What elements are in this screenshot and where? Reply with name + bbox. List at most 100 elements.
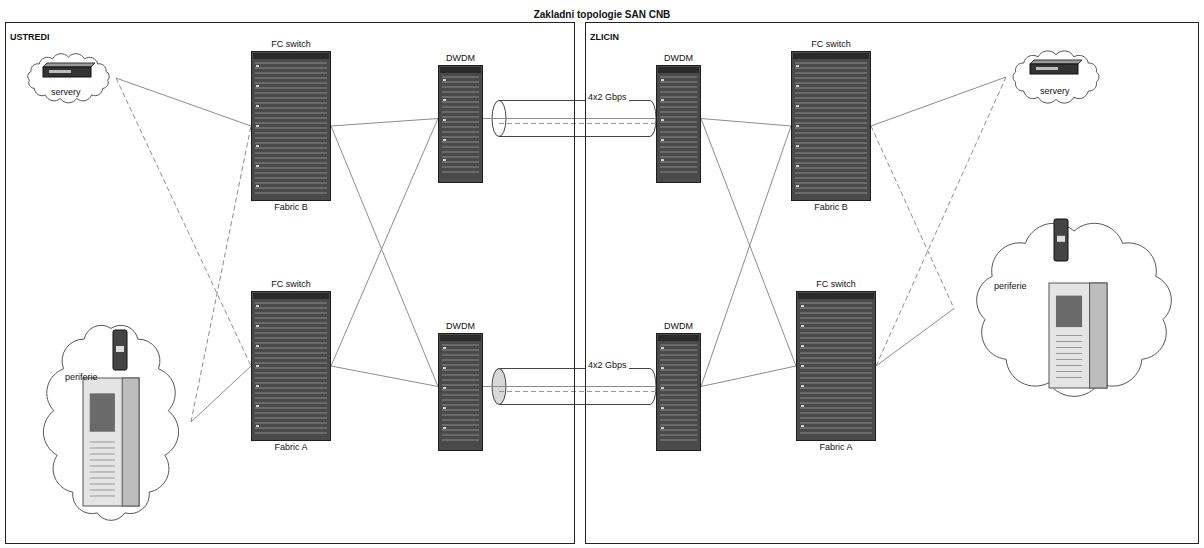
phone-icon xyxy=(1054,219,1068,261)
phone-body xyxy=(1054,219,1068,261)
rack-slot xyxy=(442,345,479,346)
rack-slot xyxy=(660,420,697,421)
rack-slot xyxy=(255,108,327,109)
rack-led xyxy=(256,345,259,347)
rack-slot xyxy=(442,142,479,143)
rack-slot xyxy=(660,410,697,411)
rack-slot xyxy=(255,413,327,414)
rack-led xyxy=(661,427,664,429)
rack-slot xyxy=(442,430,479,431)
rack-slot xyxy=(800,358,872,359)
rack-body xyxy=(797,292,876,441)
tower-vent xyxy=(1056,347,1082,348)
cloud-shape xyxy=(977,223,1172,396)
rack-slot xyxy=(800,403,872,404)
rack-led xyxy=(256,125,259,127)
tower-vent xyxy=(90,466,115,467)
rack-top xyxy=(440,335,481,341)
rack-slot xyxy=(255,113,327,114)
tower-body xyxy=(83,378,139,506)
link-line xyxy=(701,119,791,127)
link-line xyxy=(191,126,251,422)
tower-side xyxy=(1090,283,1107,388)
rack-slot xyxy=(795,113,867,114)
rack-slot xyxy=(660,360,697,361)
rack-led xyxy=(801,305,804,307)
rack-led xyxy=(661,79,664,81)
tower-vent xyxy=(1056,353,1082,354)
rack-slot xyxy=(442,360,479,361)
rack-slot xyxy=(442,107,479,108)
rack-slot xyxy=(255,143,327,144)
device-label: DWDM xyxy=(664,53,693,64)
tower-vent xyxy=(1056,371,1082,372)
rack-slot xyxy=(660,435,697,436)
rack-slot xyxy=(660,147,697,148)
rack-slot xyxy=(800,423,872,424)
link-line xyxy=(331,119,438,367)
rack-slot xyxy=(442,385,479,386)
device-label: DWDM xyxy=(664,321,693,332)
link-line xyxy=(701,119,796,367)
link-line xyxy=(116,78,251,366)
rack-slot xyxy=(800,413,872,414)
device-label: FC switch xyxy=(811,39,851,50)
rack-slot xyxy=(442,370,479,371)
rack-slot xyxy=(255,403,327,404)
rack-slot xyxy=(660,107,697,108)
rack-slot xyxy=(660,375,697,376)
rack-slot xyxy=(660,400,697,401)
rack-slot xyxy=(800,373,872,374)
link-line xyxy=(876,309,954,367)
rack-slot xyxy=(255,123,327,124)
rack-slot xyxy=(255,188,327,189)
device-cloud: servery xyxy=(21,49,116,107)
rack-slot xyxy=(255,158,327,159)
rack-led xyxy=(801,365,804,367)
device-cloud: periferie xyxy=(954,201,1194,416)
rack-slot xyxy=(255,423,327,424)
tower-icon xyxy=(1049,283,1107,388)
rack-slot xyxy=(660,137,697,138)
rack-slot xyxy=(255,63,327,64)
rack-slot xyxy=(660,87,697,88)
rack-device: DWDM xyxy=(438,53,483,184)
label-wrap: 4x2 Gbps xyxy=(586,354,629,372)
tower-vent xyxy=(90,448,115,449)
server-panel xyxy=(1036,67,1058,70)
rack-led xyxy=(661,119,664,121)
rack-led xyxy=(443,387,446,389)
group-label: periferie xyxy=(994,281,1027,292)
site-name: USTREDI xyxy=(10,32,50,43)
link-line xyxy=(116,78,251,126)
rack-slot xyxy=(255,323,327,324)
rack-led xyxy=(256,385,259,387)
rack-led xyxy=(256,65,259,67)
rack-led xyxy=(443,427,446,429)
rack-slot xyxy=(800,338,872,339)
link-speed: 4x2 Gbps xyxy=(586,360,629,371)
rack-slot xyxy=(255,183,327,184)
phone-screen xyxy=(1057,236,1065,242)
rack-slot xyxy=(255,138,327,139)
rack-led xyxy=(256,85,259,87)
rack-slot xyxy=(255,153,327,154)
rack-slot xyxy=(255,433,327,434)
rack-slot xyxy=(255,363,327,364)
rack-slot xyxy=(660,365,697,366)
rack-slot xyxy=(800,333,872,334)
rack-slot xyxy=(660,390,697,391)
rack-led xyxy=(796,105,799,107)
rack-slot xyxy=(795,63,867,64)
rack-picture xyxy=(251,291,331,441)
rack-led xyxy=(256,305,259,307)
rack-slot xyxy=(442,167,479,168)
rack-led xyxy=(796,65,799,67)
fabric-label: Fabric B xyxy=(274,202,308,213)
rack-led xyxy=(256,185,259,187)
server-front xyxy=(43,67,91,77)
link-speed: 4x2 Gbps xyxy=(586,92,629,103)
rack-led xyxy=(256,145,259,147)
tube-fiber xyxy=(499,123,656,124)
rack-slot xyxy=(660,152,697,153)
